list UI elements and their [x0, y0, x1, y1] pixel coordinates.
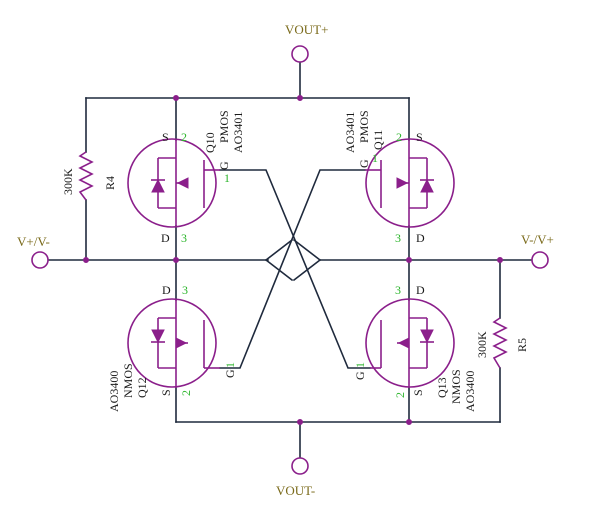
q11-body [365, 138, 455, 228]
q10-pin-d-label: D [161, 231, 170, 245]
wire-diamond-right2 [292, 238, 322, 262]
q11-pin-s-num: 2 [396, 130, 402, 144]
q11-pin-d-num: 3 [395, 231, 401, 245]
q13-diode [420, 329, 434, 344]
junction-dot [406, 257, 412, 263]
resistor-r4-zigzag [78, 151, 94, 201]
junctions [83, 95, 503, 425]
transistor-q11: 2 S 3 D G 1 AO3401 PMOS Q11 [343, 110, 455, 245]
transistor-q13: 3 D 2 S G 1 Q13 NMOS AO3400 [353, 283, 477, 412]
q12-body [127, 298, 217, 388]
q12-pin-s-label: S [159, 389, 173, 396]
q12-pin-d-num: 3 [182, 283, 188, 297]
q11-pin-g-num: 1 [372, 151, 378, 165]
transistor-q10: S 2 D 3 1 G Q10 PMOS AO3401 [127, 110, 245, 245]
net-label-vin-right: V-/V+ [521, 232, 554, 247]
q11-pin-g-label: G [357, 159, 371, 168]
transistor-q12: D 3 S 2 G 1 AO3400 NMOS Q12 [107, 283, 237, 412]
q13-body [365, 298, 455, 388]
resistor-r4: 300K R4 [61, 151, 117, 201]
net-label-vout-neg: VOUT- [276, 483, 315, 498]
q11-type: PMOS [357, 110, 371, 143]
junction-dot [297, 95, 303, 101]
q13-type: NMOS [449, 369, 463, 404]
q12-body-arrow [175, 337, 188, 349]
q12-ref: Q12 [135, 377, 149, 398]
q13-ref: Q13 [435, 377, 449, 398]
q13-body-arrow [397, 337, 410, 349]
junction-dot [173, 257, 179, 263]
q10-part: AO3401 [231, 112, 245, 153]
q11-pin-s-label: S [416, 130, 423, 144]
q12-pin-g-label: G [223, 369, 237, 378]
wire-diamond-right [292, 258, 322, 282]
q12-type: NMOS [121, 363, 135, 398]
q13-pin-d-label: D [416, 283, 425, 297]
q12-pin-d-label: D [162, 283, 171, 297]
q10-body [127, 138, 217, 228]
q13-pin-s-label: S [411, 389, 425, 396]
q10-pin-s-num: 2 [181, 130, 187, 144]
q13-pin-g-num: 1 [353, 362, 367, 368]
q12-diode [151, 329, 165, 344]
q11-pin-d-label: D [416, 231, 425, 245]
q11-diode [420, 178, 434, 193]
resistor-r5-zigzag [492, 317, 508, 369]
resistor-r4-name: R4 [103, 176, 117, 190]
q10-type: PMOS [217, 110, 231, 143]
q10-pin-d-num: 3 [181, 231, 187, 245]
net-label-vout-pos: VOUT+ [285, 22, 328, 37]
resistor-r4-value: 300K [61, 168, 75, 195]
resistor-r5-name: R5 [515, 338, 529, 352]
net-label-vin-left: V+/V- [17, 234, 50, 249]
resistor-r5-value: 300K [475, 331, 489, 358]
q12-part: AO3400 [107, 371, 121, 412]
wire-gate-q10-cross [219, 169, 371, 369]
q13-pin-s-num: 2 [393, 392, 407, 398]
junction-dot [406, 419, 412, 425]
q10-ref: Q10 [203, 132, 217, 153]
terminal-vout-neg[interactable]: VOUT- [276, 457, 315, 498]
q12-pin-s-num: 2 [179, 390, 193, 396]
q13-pin-g-label: G [353, 371, 367, 380]
wire-diamond-left [264, 258, 294, 282]
wires [47, 61, 532, 459]
resistor-r5: 300K R5 [475, 317, 529, 369]
q11-part: AO3401 [343, 112, 357, 153]
wire-gate-q11-cross [219, 169, 366, 369]
q12-pin-g-num: 1 [223, 362, 237, 368]
q10-pin-g-num: 1 [224, 171, 230, 185]
terminal-vout-pos[interactable]: VOUT+ [285, 22, 328, 63]
junction-dot [83, 257, 89, 263]
q10-pin-s-label: S [162, 130, 169, 144]
q10-diode [151, 178, 165, 193]
junction-dot [173, 95, 179, 101]
q11-ref: Q11 [371, 130, 385, 150]
q13-pin-d-num: 3 [395, 283, 401, 297]
junction-dot [297, 419, 303, 425]
junction-dot [497, 257, 503, 263]
terminal-vin-left[interactable]: V+/V- [17, 234, 50, 269]
terminal-vin-right[interactable]: V-/V+ [521, 232, 554, 269]
wire-diamond-left2 [264, 238, 294, 262]
q10-body-arrow [176, 177, 189, 189]
q13-part: AO3400 [463, 371, 477, 412]
q10-pin-g-label: G [217, 161, 231, 170]
q11-body-arrow [396, 177, 409, 189]
